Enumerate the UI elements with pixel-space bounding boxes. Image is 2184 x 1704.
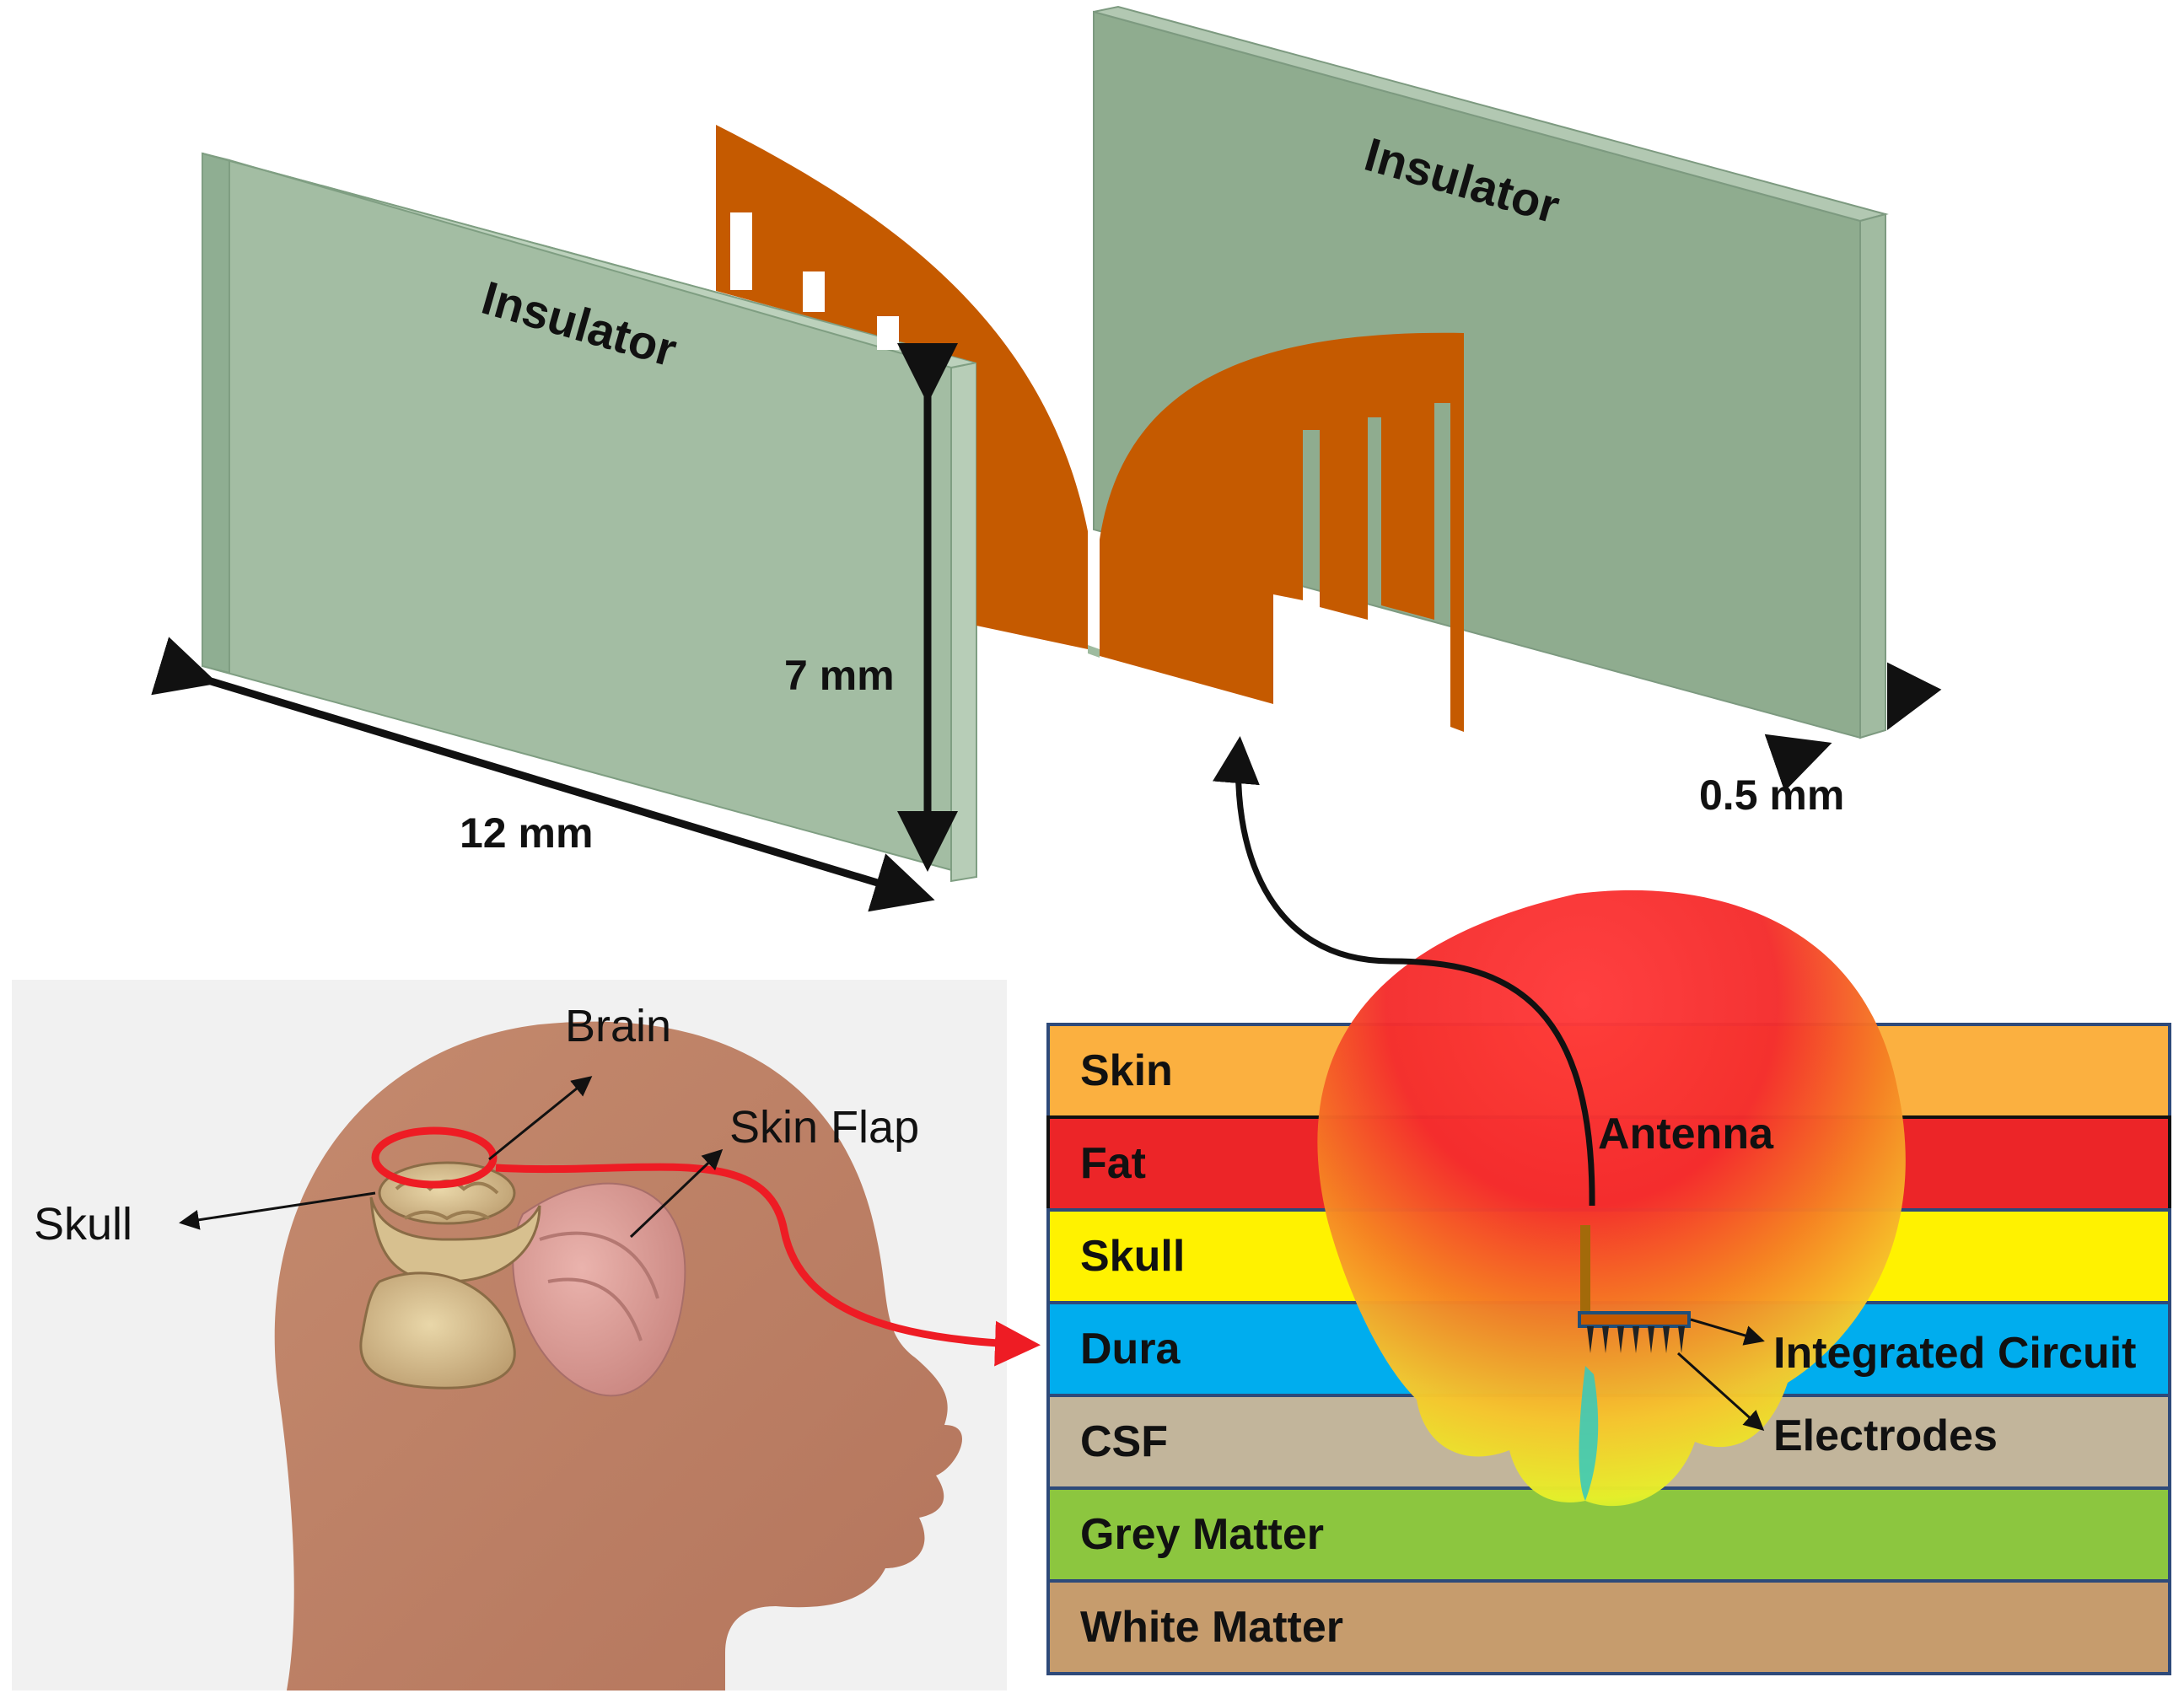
tissue-layer-label: White Matter <box>1080 1603 1343 1652</box>
antenna-3d-model: Insulator Insulator 7 mm 12 mm 0.5 mm <box>151 5 1942 912</box>
skull-label: Skull <box>34 1199 132 1250</box>
tissue-layer-label: Skin <box>1080 1046 1173 1095</box>
brain-pointer <box>488 1076 593 1161</box>
ic-chip <box>1578 1311 1691 1328</box>
height-dimension-label: 7 mm <box>784 652 895 699</box>
length-dimension-arrow <box>151 637 935 912</box>
tissue-layer-label: Dura <box>1080 1325 1181 1373</box>
bone-flap <box>359 1271 516 1390</box>
antenna-callout-arrow <box>1213 736 1595 1207</box>
ic-pointer <box>1690 1318 1765 1346</box>
thickness-arrow-right <box>1886 662 1942 731</box>
head-illustration: Brain Skin Flap Skull <box>12 980 1041 1691</box>
radiation-pattern <box>1317 890 1906 1507</box>
tissue-layer-white-matter <box>1046 1579 2171 1675</box>
electrodes <box>1587 1326 1685 1353</box>
tissue-layer-label: Skull <box>1080 1232 1185 1281</box>
connector-arrow-red <box>495 1163 1041 1367</box>
thickness-dimension-label: 0.5 mm <box>1699 771 1844 819</box>
skin-flap-label: Skin Flap <box>729 1102 919 1153</box>
copper-radiator-right <box>1088 332 1464 732</box>
tissue-layer-label: Grey Matter <box>1080 1510 1324 1559</box>
antenna-label: Antenna <box>1598 1110 1774 1158</box>
electrodes-pointer <box>1676 1352 1765 1432</box>
antenna-feed <box>1580 1225 1590 1320</box>
length-dimension-label: 12 mm <box>460 809 593 857</box>
skull-pointer <box>179 1191 376 1230</box>
implant-device <box>1578 1225 1691 1353</box>
tissue-layer-label: CSF <box>1080 1417 1168 1466</box>
skull-opening <box>378 1161 516 1225</box>
electrodes-label: Electrodes <box>1773 1411 1998 1460</box>
brain-label: Brain <box>565 1001 671 1051</box>
integrated-circuit-label: Integrated Circuit <box>1773 1329 2137 1378</box>
copper-radiator-left <box>716 125 1088 649</box>
tissue-layer-label: Fat <box>1080 1139 1146 1188</box>
highlight-circle <box>371 1126 498 1189</box>
skin-flap-pointer <box>629 1148 724 1239</box>
thickness-arrow-left <box>1764 734 1832 792</box>
